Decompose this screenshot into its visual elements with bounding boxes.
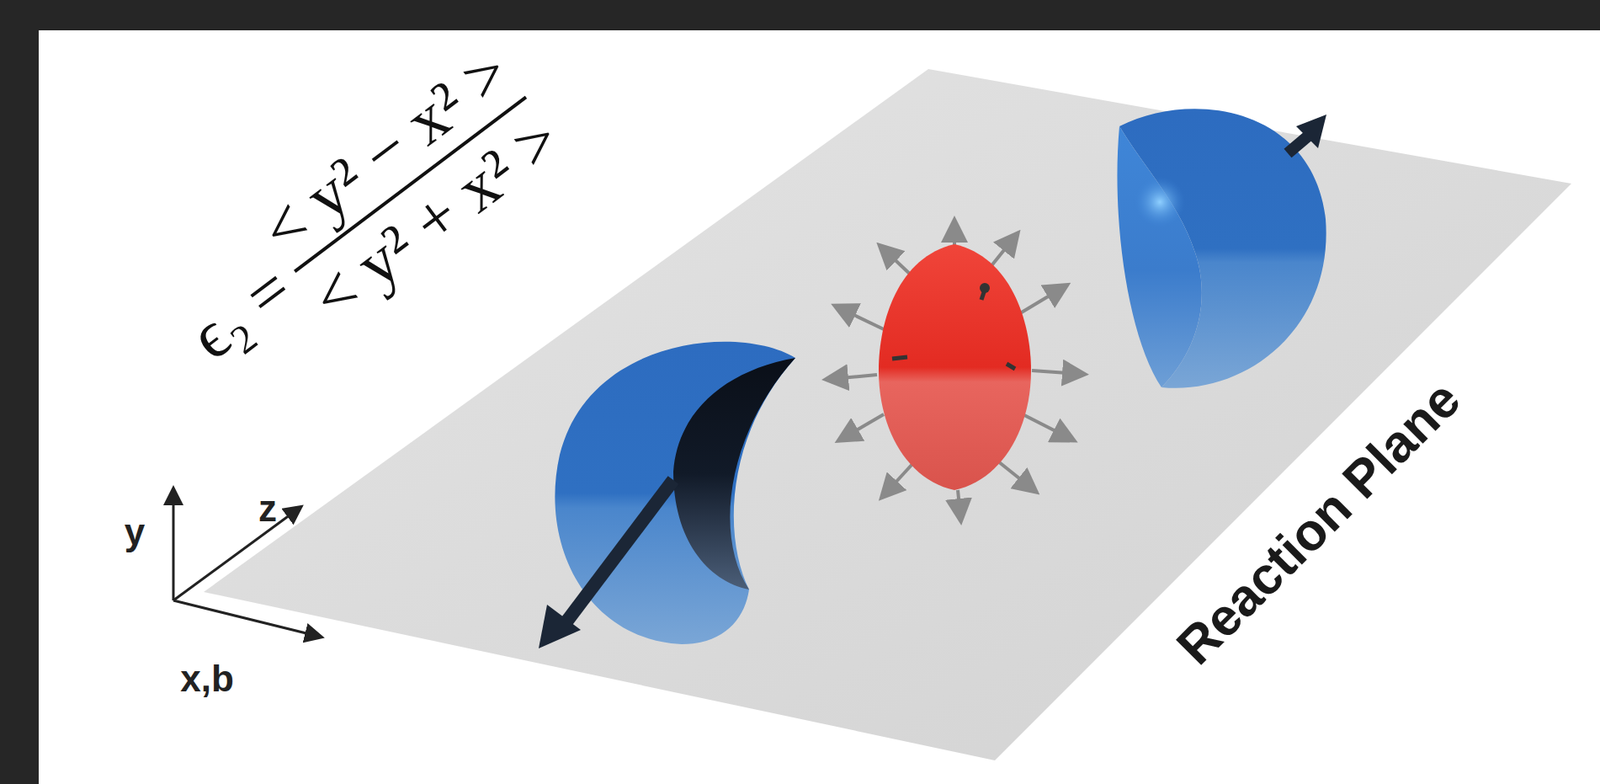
- axis-label: z: [258, 487, 277, 530]
- spectator-nucleus-left: [538, 341, 796, 649]
- axis-label: y: [124, 510, 145, 553]
- spectator-nucleus-right: [1116, 108, 1327, 388]
- participant-region: [878, 244, 1032, 490]
- axes: [173, 489, 320, 637]
- surface-arrows: [892, 289, 1016, 369]
- flow-arrows: [831, 225, 1080, 516]
- axis-label: x,b: [180, 657, 234, 700]
